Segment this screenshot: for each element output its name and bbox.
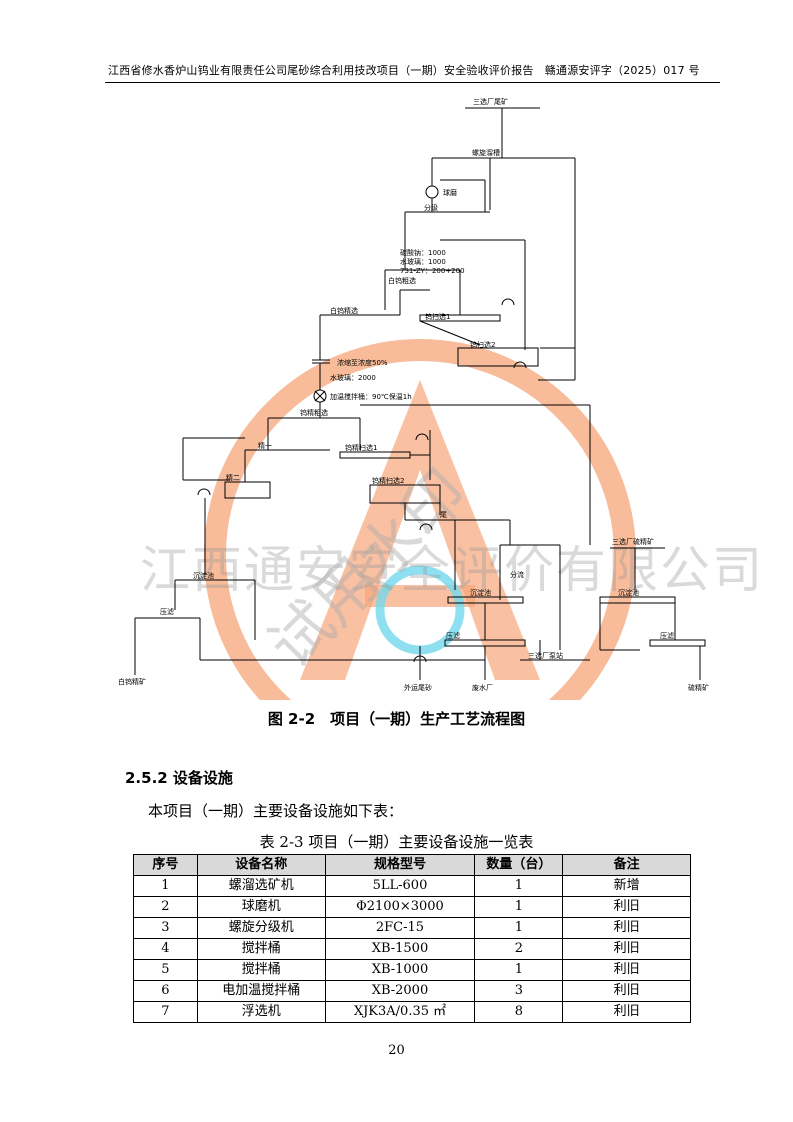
label-reagent-4: 水玻璃：2000: [330, 373, 376, 382]
label-w-scav1: 钨扫选1: [425, 312, 450, 321]
table-cell: 2FC-15: [324, 917, 476, 939]
seal-ta: TA: [364, 688, 453, 700]
table-cell: 螺旋分级机: [196, 917, 326, 939]
label-pump: 三选厂泵站: [528, 651, 563, 660]
table-cell: 1: [474, 917, 564, 939]
label-settle-left: 沉淀池: [193, 571, 214, 580]
label-reagent-3: 731-ZY：200+200: [400, 267, 465, 275]
table-cell: Φ2100×3000: [324, 896, 476, 918]
label-wc-rough: 钨精粗选: [300, 408, 328, 417]
label-out-water: 废水厂: [472, 683, 493, 692]
table-cell: 利旧: [562, 959, 691, 981]
label-feed2: 三选厂硫精矿: [612, 537, 654, 546]
table-cell: 2: [474, 938, 564, 960]
header-cell: 设备名称: [196, 854, 326, 876]
table-cell: 3: [474, 980, 564, 1002]
table-header-row: 序号 设备名称 规格型号 数量（台） 备注: [133, 854, 691, 876]
header-cell: 序号: [133, 854, 198, 876]
table-row: 4 搅拌桶 XB-1500 2 利旧: [133, 938, 691, 960]
body-paragraph: 本项目（一期）主要设备设施如下表：: [148, 802, 404, 820]
label-wc-scav2: 钨精扫选2: [372, 476, 404, 485]
label-w-scav2: 钨扫选2: [470, 340, 495, 349]
label-wc-scav1: 钨精扫选1: [345, 443, 377, 452]
label-tail: 尾: [440, 511, 447, 519]
label-filter-left: 压滤: [160, 607, 174, 616]
label-filter-right: 压滤: [660, 631, 674, 640]
process-flow-diagram: 三选厂尾矿 螺旋溜槽 球磨 分级 碳酸钠：1000 水玻璃：1000 731-Z…: [118, 97, 709, 692]
seal-letter-a: [300, 380, 540, 680]
table-cell: 新增: [562, 875, 691, 897]
label-jing1: 精一: [258, 441, 272, 450]
table-cell: 浮选机: [196, 1001, 326, 1023]
table-cell: 螺溜选矿机: [196, 875, 326, 897]
table-cell: XB-1000: [324, 959, 476, 981]
company-watermark-text: 江西通安安全评价有限公司: [140, 541, 764, 599]
running-header: 江西省修水香炉山钨业有限责任公司尾砂综合利用技改项目（一期）安全验收评价报告 赣…: [108, 64, 700, 77]
table-cell: 1: [474, 896, 564, 918]
table-row: 7 浮选机 XJK3A/0.35 ㎡ 8 利旧: [133, 1001, 691, 1023]
table-row: 2 球磨机 Φ2100×3000 1 利旧: [133, 896, 691, 918]
section-title: 2.5.2 设备设施: [125, 769, 233, 787]
table-cell: 电加温搅拌桶: [196, 980, 326, 1002]
table-cell: 利旧: [562, 896, 691, 918]
table-cell: 利旧: [562, 1001, 691, 1023]
label-reagent-2: 水玻璃：1000: [400, 257, 446, 266]
header-rule: [105, 82, 720, 83]
label-filter-middle: 压滤: [446, 631, 460, 640]
table-cell: 球磨机: [196, 896, 326, 918]
table-cell: 搅拌桶: [196, 938, 326, 960]
page-number: 20: [388, 1043, 405, 1058]
label-reagent-1: 碳酸钠：1000: [400, 248, 446, 257]
table-cell: 7: [133, 1001, 198, 1023]
label-w-rough: 白钨粗选: [388, 276, 416, 285]
table-caption: 表 2-3 项目（一期）主要设备设施一览表: [259, 833, 534, 851]
table-cell: 6: [133, 980, 198, 1002]
table-cell: 4: [133, 938, 198, 960]
label-heat-stir: 加温搅拌桶：90℃保温1h: [330, 392, 412, 401]
header-cell: 数量（台）: [474, 854, 564, 876]
table-cell: 搅拌桶: [196, 959, 326, 981]
table-cell: 3: [133, 917, 198, 939]
label-spiral-chute: 螺旋溜槽: [472, 148, 500, 157]
table-cell: 利旧: [562, 917, 691, 939]
label-w-clean: 白钨精选: [330, 306, 358, 315]
label-classify2: 分流: [510, 570, 524, 579]
table-cell: 2: [133, 896, 198, 918]
figure-caption: 图 2-2 项目（一期）生产工艺流程图: [267, 710, 526, 728]
label-feed: 三选厂尾矿: [473, 97, 508, 106]
table-cell: 5: [133, 959, 198, 981]
label-out-w: 白钨精矿: [118, 677, 146, 686]
equipment-table: 序号 设备名称 规格型号 数量（台） 备注 1 螺溜选矿机 5LL-600 1 …: [133, 854, 691, 1023]
header-cell: 规格型号: [324, 854, 476, 876]
table-cell: XB-1500: [324, 938, 476, 960]
label-thicken: 浓缩至浓度50%: [337, 358, 388, 367]
header-cell: 备注: [562, 854, 691, 876]
table-row: 5 搅拌桶 XB-1000 1 利旧: [133, 959, 691, 981]
table-cell: 8: [474, 1001, 564, 1023]
label-out-s: 硫精矿: [688, 683, 709, 692]
table-cell: 1: [474, 875, 564, 897]
table-cell: XJK3A/0.35 ㎡: [324, 1001, 476, 1023]
label-jing2: 精二: [226, 473, 240, 482]
label-classify: 分级: [424, 203, 438, 212]
label-settle-middle: 沉淀池: [470, 588, 491, 597]
table-cell: XB-2000: [324, 980, 476, 1002]
table-row: 3 螺旋分级机 2FC-15 1 利旧: [133, 917, 691, 939]
table-cell: 利旧: [562, 980, 691, 1002]
seal-ring: [204, 339, 636, 700]
table-cell: 5LL-600: [324, 875, 476, 897]
table-cell: 利旧: [562, 938, 691, 960]
table-cell: 1: [474, 959, 564, 981]
table-row: 1 螺溜选矿机 5LL-600 1 新增: [133, 875, 691, 897]
table-cell: 1: [133, 875, 198, 897]
label-settle-right: 沉淀池: [618, 588, 639, 597]
table-row: 6 电加温搅拌桶 XB-2000 3 利旧: [133, 980, 691, 1002]
label-ball-mill: 球磨: [443, 188, 457, 197]
label-out-tail: 外运尾砂: [404, 683, 432, 692]
